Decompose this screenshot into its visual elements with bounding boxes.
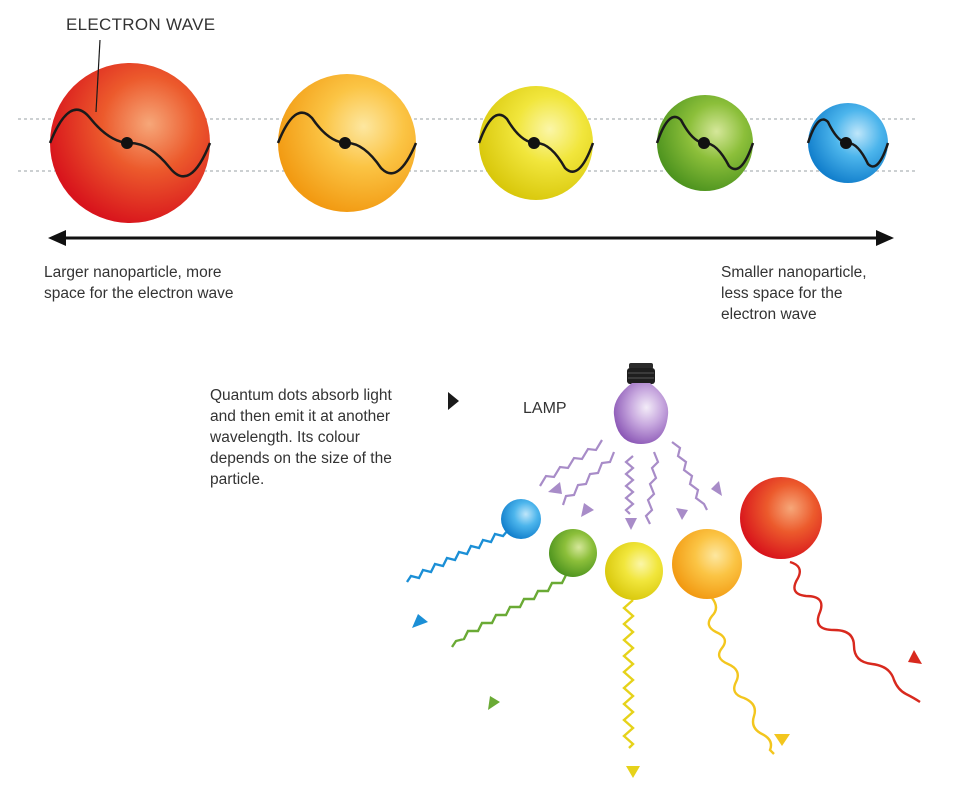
nanoparticle-blue-small: [806, 103, 890, 183]
nanoparticle-green: [655, 95, 755, 191]
lamp-label: LAMP: [523, 400, 567, 417]
size-scale-arrow: [48, 230, 894, 246]
quantum-dot-blue: [501, 499, 541, 539]
lightbulb-icon: [613, 363, 669, 444]
electron-wave-label: ELECTRON WAVE: [66, 15, 216, 34]
emitted-light-blue: [406, 529, 509, 628]
nanoparticle-orange: [276, 74, 418, 212]
quantum-dot-orange: [672, 529, 742, 599]
nanoparticle-yellow: [477, 86, 595, 200]
quantum-dot-yellow: [605, 542, 663, 600]
absorbed-light-arrowheads: [548, 481, 722, 530]
electron-wave-pointer: [95, 39, 101, 113]
emitted-light-orange: [707, 597, 790, 755]
quantum-dot-red: [740, 477, 822, 559]
nanoparticle-red-large: [48, 63, 212, 223]
absorbed-light-rays: [539, 439, 708, 525]
larger-nanoparticle-caption: Larger nanoparticle, more space for the …: [44, 264, 234, 302]
emitted-light-red: [789, 560, 922, 703]
smaller-nanoparticle-caption: Smaller nanoparticle, less space for the…: [721, 264, 867, 323]
emitted-light-green: [451, 574, 568, 710]
emitted-light-yellow: [622, 599, 640, 778]
quantum-dot-green: [549, 529, 597, 577]
arrow-right-icon: [448, 392, 459, 410]
quantum-dot-description: Quantum dots absorb light and then emit …: [210, 387, 392, 488]
